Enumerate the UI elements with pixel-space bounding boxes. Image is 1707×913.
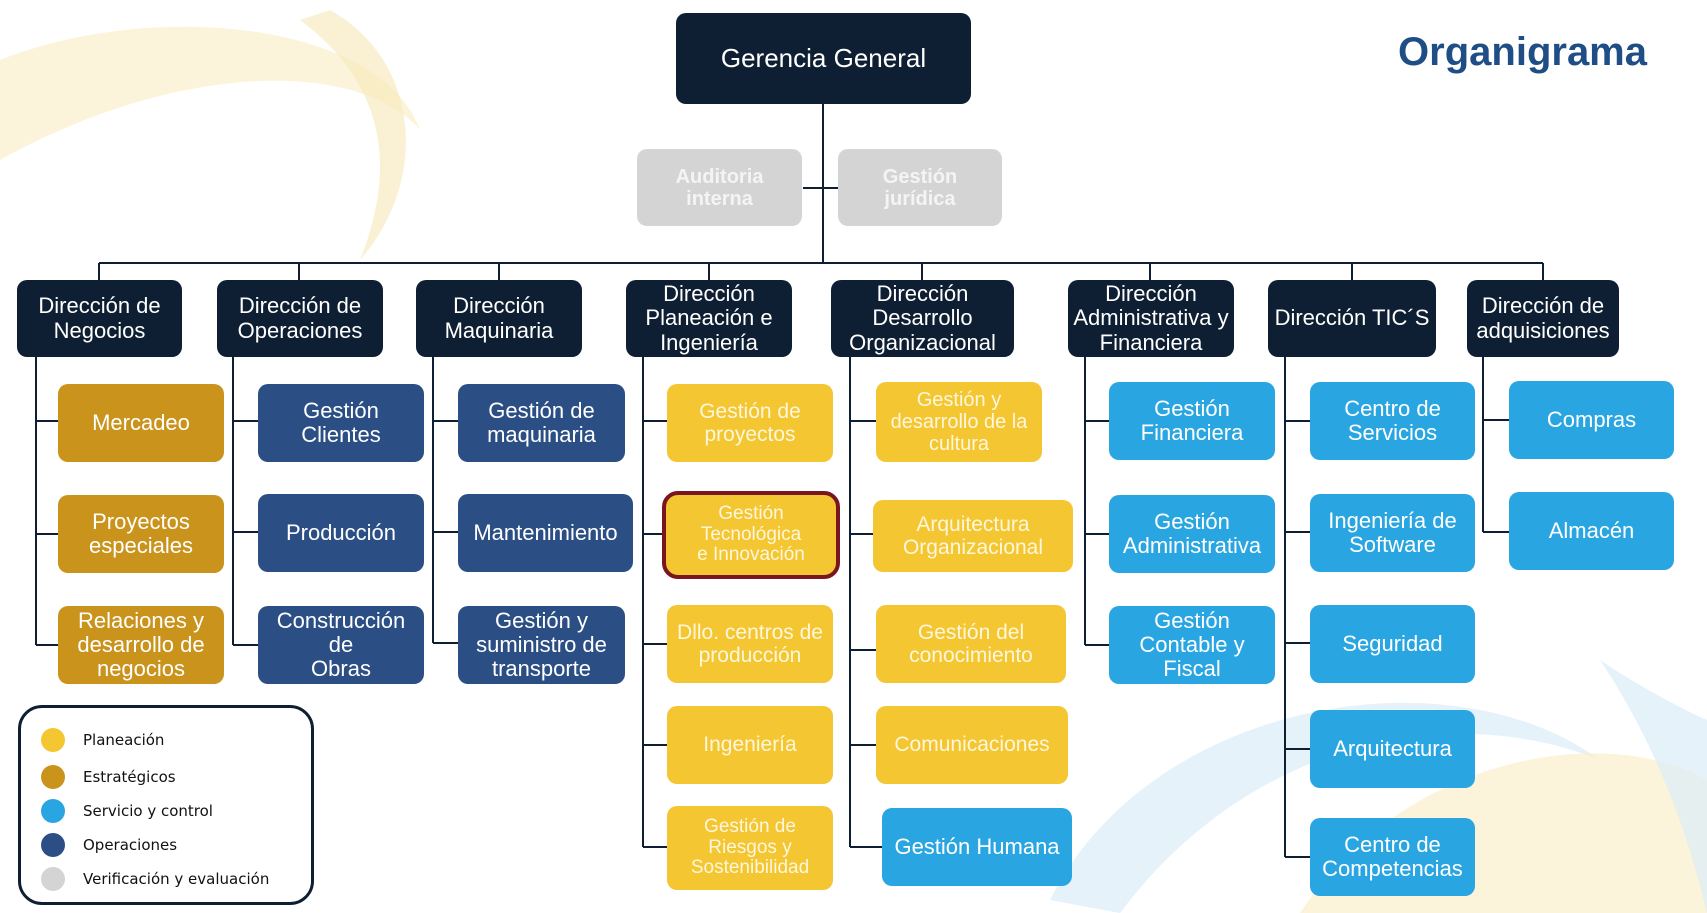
- node-seguridad: Seguridad: [1310, 605, 1475, 683]
- legend-item-planeacion: Planeación: [41, 728, 164, 752]
- node-direccion-tics: Dirección TIC´S: [1268, 280, 1436, 357]
- node-gestion-juridica: Gestión jurídica: [838, 149, 1002, 226]
- legend-dot-icon: [41, 765, 65, 789]
- node-direccion-operaciones: Dirección de Operaciones: [217, 280, 383, 357]
- node-auditoria-interna: Auditoria interna: [637, 149, 802, 226]
- legend-label: Estratégicos: [83, 768, 176, 786]
- node-gestion-maquinaria: Gestión de maquinaria: [458, 384, 625, 462]
- legend-item-verificacion-evaluacion: Verificación y evaluación: [41, 867, 269, 891]
- node-gestion-financiera: Gestión Financiera: [1109, 382, 1275, 460]
- node-gestion-humana: Gestión Humana: [882, 808, 1072, 886]
- legend-label: Operaciones: [83, 836, 178, 854]
- node-direccion-adquisiciones: Dirección de adquisiciones: [1467, 280, 1619, 357]
- node-gestion-administrativa: Gestión Administrativa: [1109, 495, 1275, 573]
- node-direccion-planeacion: Dirección Planeación e Ingeniería: [626, 280, 792, 357]
- legend-dot-icon: [41, 867, 65, 891]
- node-centro-competencias: Centro de Competencias: [1310, 818, 1475, 896]
- node-mantenimiento: Mantenimiento: [458, 494, 633, 572]
- legend-item-estrategicos: Estratégicos: [41, 765, 176, 789]
- node-gestion-clientes: Gestión Clientes: [258, 384, 424, 462]
- legend-dot-icon: [41, 833, 65, 857]
- node-almacen: Almacén: [1509, 492, 1674, 570]
- legend-label: Planeación: [83, 731, 165, 749]
- legend-dot-icon: [41, 799, 65, 823]
- node-gestion-tecnologica-innovacion: Gestión Tecnológica e Innovación: [662, 491, 840, 579]
- node-compras: Compras: [1509, 381, 1674, 459]
- node-direccion-negocios: Dirección de Negocios: [17, 280, 182, 357]
- node-gerencia-general: Gerencia General: [676, 13, 971, 104]
- node-arquitectura-organizacional: Arquitectura Organizacional: [873, 500, 1073, 572]
- legend-label: Servicio y control: [83, 802, 213, 820]
- node-centro-servicios: Centro de Servicios: [1310, 382, 1475, 460]
- legend-dot-icon: [41, 728, 65, 752]
- node-comunicaciones: Comunicaciones: [876, 706, 1068, 784]
- node-gestion-contable-fiscal: Gestión Contable y Fiscal: [1109, 606, 1275, 684]
- node-produccion: Producción: [258, 494, 424, 572]
- node-gestion-conocimiento: Gestión del conocimiento: [876, 605, 1066, 683]
- node-gestion-desarrollo-cultura: Gestión y desarrollo de la cultura: [876, 382, 1042, 462]
- legend-label: Verificación y evaluación: [83, 870, 270, 888]
- node-gestion-riesgos-sostenibilidad: Gestión de Riesgos y Sostenibilidad: [667, 806, 833, 890]
- node-direccion-desarrollo: Dirección Desarrollo Organizacional: [831, 280, 1014, 357]
- node-relaciones-desarrollo-negocios: Relaciones y desarrollo de negocios: [58, 606, 224, 684]
- node-direccion-maquinaria: Dirección Maquinaria: [416, 280, 582, 357]
- node-direccion-administrativa: Dirección Administrativa y Financiera: [1068, 280, 1234, 357]
- node-ingenieria-software: Ingeniería de Software: [1310, 494, 1475, 572]
- legend: Planeación Estratégicos Servicio y contr…: [18, 705, 314, 905]
- node-gestion-proyectos: Gestión de proyectos: [667, 384, 833, 462]
- page-title: Organigrama: [1398, 30, 1647, 74]
- legend-item-servicio-control: Servicio y control: [41, 799, 213, 823]
- node-gestion-suministro-transporte: Gestión y suministro de transporte: [458, 606, 625, 684]
- node-dllo-centros-produccion: Dllo. centros de producción: [667, 605, 833, 683]
- node-arquitectura: Arquitectura: [1310, 710, 1475, 788]
- node-proyectos-especiales: Proyectos especiales: [58, 495, 224, 573]
- legend-item-operaciones: Operaciones: [41, 833, 177, 857]
- node-mercadeo: Mercadeo: [58, 384, 224, 462]
- node-construccion-obras: Construcción de Obras: [258, 606, 424, 684]
- node-ingenieria: Ingeniería: [667, 706, 833, 784]
